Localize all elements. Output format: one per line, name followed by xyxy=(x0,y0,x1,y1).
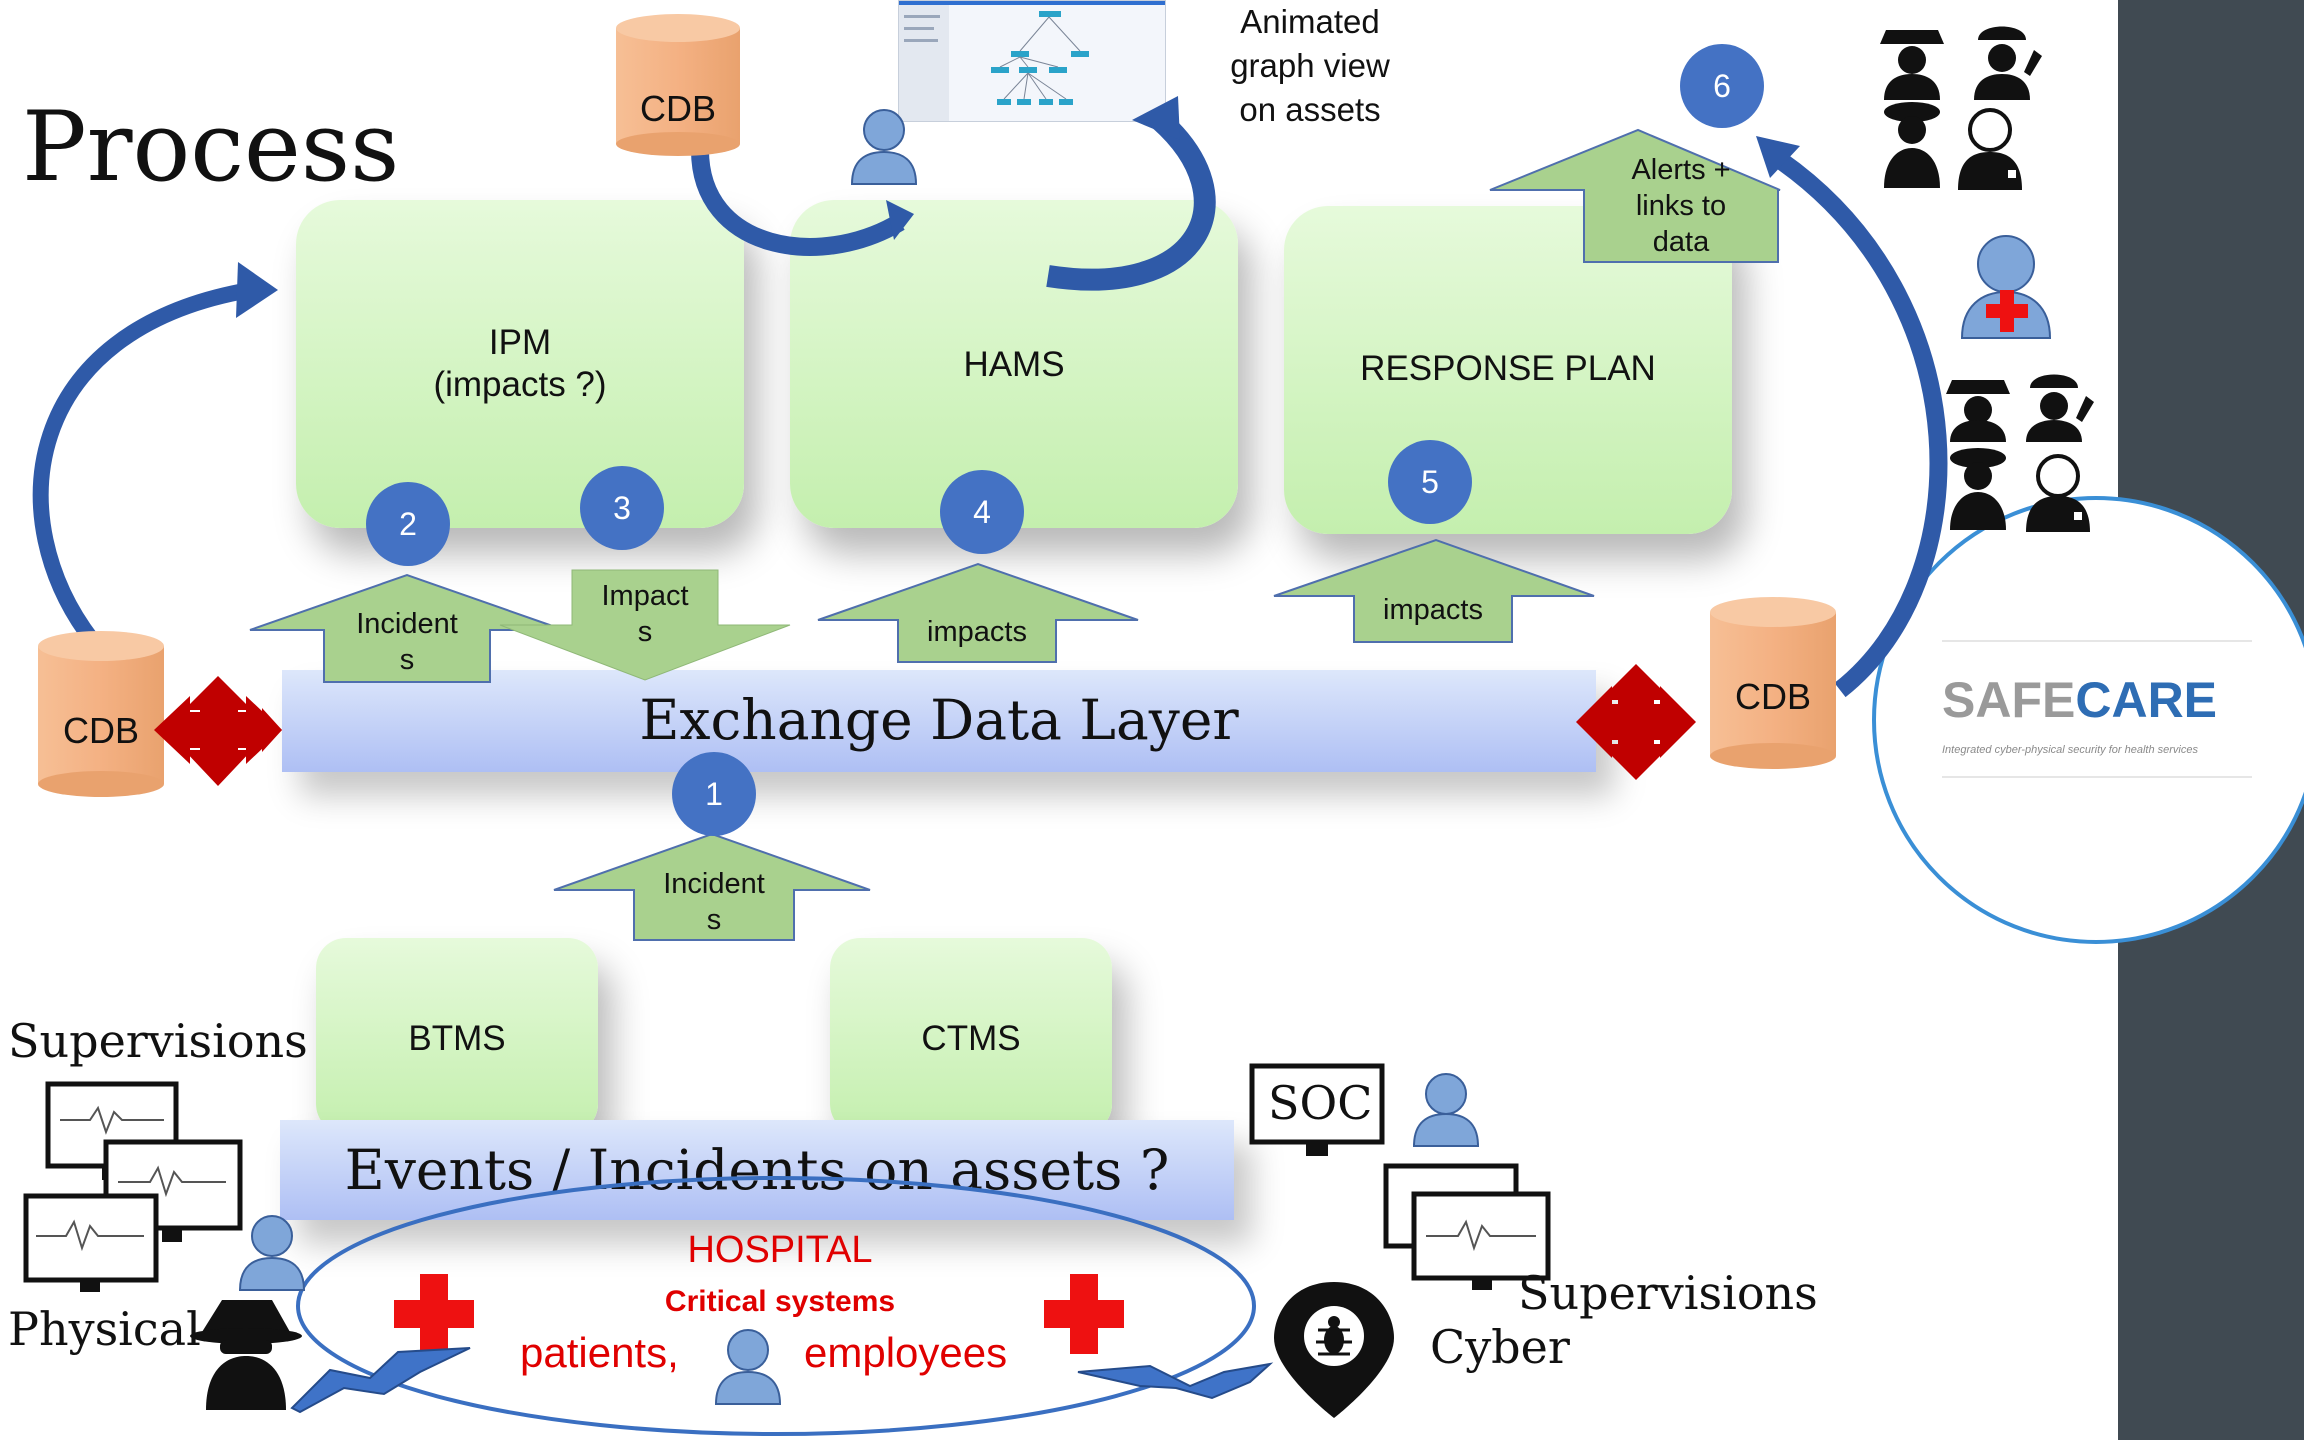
exchange-data-layer-label: Exchange Data Layer xyxy=(639,688,1239,752)
police-icon xyxy=(1946,380,2010,442)
connector-cross-right xyxy=(1576,664,1696,780)
hospital-ellipse xyxy=(296,1176,1256,1436)
doctor-icon xyxy=(1958,108,2022,190)
hospital-patients: patients, xyxy=(520,1329,679,1376)
physical-label: Physical xyxy=(8,1302,201,1356)
impacts-up-arrow-response xyxy=(1273,538,1595,643)
cdb-label-top: CDB xyxy=(639,88,716,129)
arc-cdb-to-user xyxy=(691,149,905,256)
cdb-cylinder-top xyxy=(616,14,740,156)
supervisions-right-label: Supervisions xyxy=(1518,1266,1818,1320)
step-badge-1: 1 xyxy=(672,752,756,836)
hospital-employees: employees xyxy=(804,1329,1008,1376)
lightning-icon xyxy=(290,1347,471,1414)
hams-module-label: HAMS xyxy=(963,345,1065,384)
worker-icon xyxy=(1974,26,2042,100)
user-icon xyxy=(238,1215,306,1291)
step-badge-4: 4 xyxy=(940,470,1024,554)
impacts-arrow-label-response: impacts xyxy=(1383,594,1483,626)
slide-title: Process xyxy=(22,91,400,203)
police-icon xyxy=(1950,448,2006,530)
soc-monitor-icon xyxy=(1249,1063,1385,1156)
monitor-icon xyxy=(1411,1191,1551,1290)
arc-cdb-to-alerts xyxy=(1774,152,1948,698)
hospital-critical-systems: Critical systems xyxy=(664,1285,896,1318)
nurse-icon xyxy=(1960,235,2052,339)
logo-circle xyxy=(1872,496,2304,944)
graph-view-caption: Animated graph view on assets xyxy=(1230,3,1390,128)
impacts-down-arrow xyxy=(499,569,791,681)
incidents-arrow-label-bottom: Incident s xyxy=(663,868,765,936)
impacts-arrow-label-down: Impact s xyxy=(601,580,689,648)
response-plan-module-label: RESPONSE PLAN xyxy=(1360,349,1656,388)
hacker-icon xyxy=(190,1300,302,1410)
user-icon xyxy=(1412,1073,1480,1147)
soc-label: SOC xyxy=(1268,1076,1373,1130)
cdb-cylinder-right xyxy=(1710,597,1836,769)
police-icon xyxy=(1884,102,1940,188)
lightning-icon xyxy=(1077,1362,1274,1400)
incidents-up-arrow-left xyxy=(249,573,565,683)
exchange-data-layer: Exchange Data Layer xyxy=(282,670,1596,772)
impacts-up-arrow-hams xyxy=(817,562,1139,663)
step-badge-5: 5 xyxy=(1388,440,1472,524)
cdb-label-left: CDB xyxy=(62,710,139,751)
incidents-arrow-label-left: Incident s xyxy=(356,608,458,676)
logo-part-safe: SAFE xyxy=(1942,672,2076,728)
hospital-title: HOSPITAL xyxy=(687,1229,873,1271)
btms-module: BTMS xyxy=(316,938,598,1134)
cdb-cylinder-left xyxy=(38,631,164,797)
ipm-module: IPM (impacts ?) xyxy=(296,200,744,528)
supervisions-left-label: Supervisions xyxy=(8,1014,308,1068)
step-badge-3: 3 xyxy=(580,466,664,550)
alerts-arrow-label: Alerts + links to data xyxy=(1631,154,1731,258)
user-icon xyxy=(714,1329,782,1405)
graph-view-thumbnail xyxy=(898,0,1166,122)
medical-cross-icon xyxy=(394,1274,474,1354)
cdb-label-right: CDB xyxy=(1734,676,1811,717)
user-icon xyxy=(850,109,918,185)
safecare-logo: SAFECARE Integrated cyber-physical secur… xyxy=(1942,640,2252,780)
btms-module-label: BTMS xyxy=(408,1019,506,1058)
medical-cross-icon xyxy=(1044,1274,1124,1354)
logo-tagline: Integrated cyber-physical security for h… xyxy=(1942,744,2198,756)
ctms-module: CTMS xyxy=(830,938,1112,1134)
connector-cross-left xyxy=(154,676,282,786)
impacts-arrow-label-hams: impacts xyxy=(927,616,1027,648)
logo-part-care: CARE xyxy=(2075,672,2218,728)
incidents-up-arrow-bottom xyxy=(553,832,871,941)
bug-pin-icon xyxy=(1274,1282,1394,1418)
doctor-icon xyxy=(2026,454,2090,532)
arc-cdb-to-ipm xyxy=(32,282,252,645)
step-badge-2: 2 xyxy=(366,482,450,566)
monitor-icon xyxy=(23,1193,159,1292)
arc-hams-to-graph xyxy=(1046,111,1216,291)
step-badge-6: 6 xyxy=(1680,44,1764,128)
ctms-module-label: CTMS xyxy=(921,1019,1021,1058)
alerts-up-arrow xyxy=(1489,128,1781,263)
events-incidents-layer: Events / Incidents on assets ? xyxy=(280,1120,1234,1220)
worker-icon xyxy=(2026,374,2094,442)
cyber-label: Cyber xyxy=(1430,1320,1570,1374)
ipm-module-label: IPM (impacts ?) xyxy=(433,323,607,404)
police-icon xyxy=(1880,30,1944,100)
events-incidents-layer-label: Events / Incidents on assets ? xyxy=(344,1138,1170,1202)
